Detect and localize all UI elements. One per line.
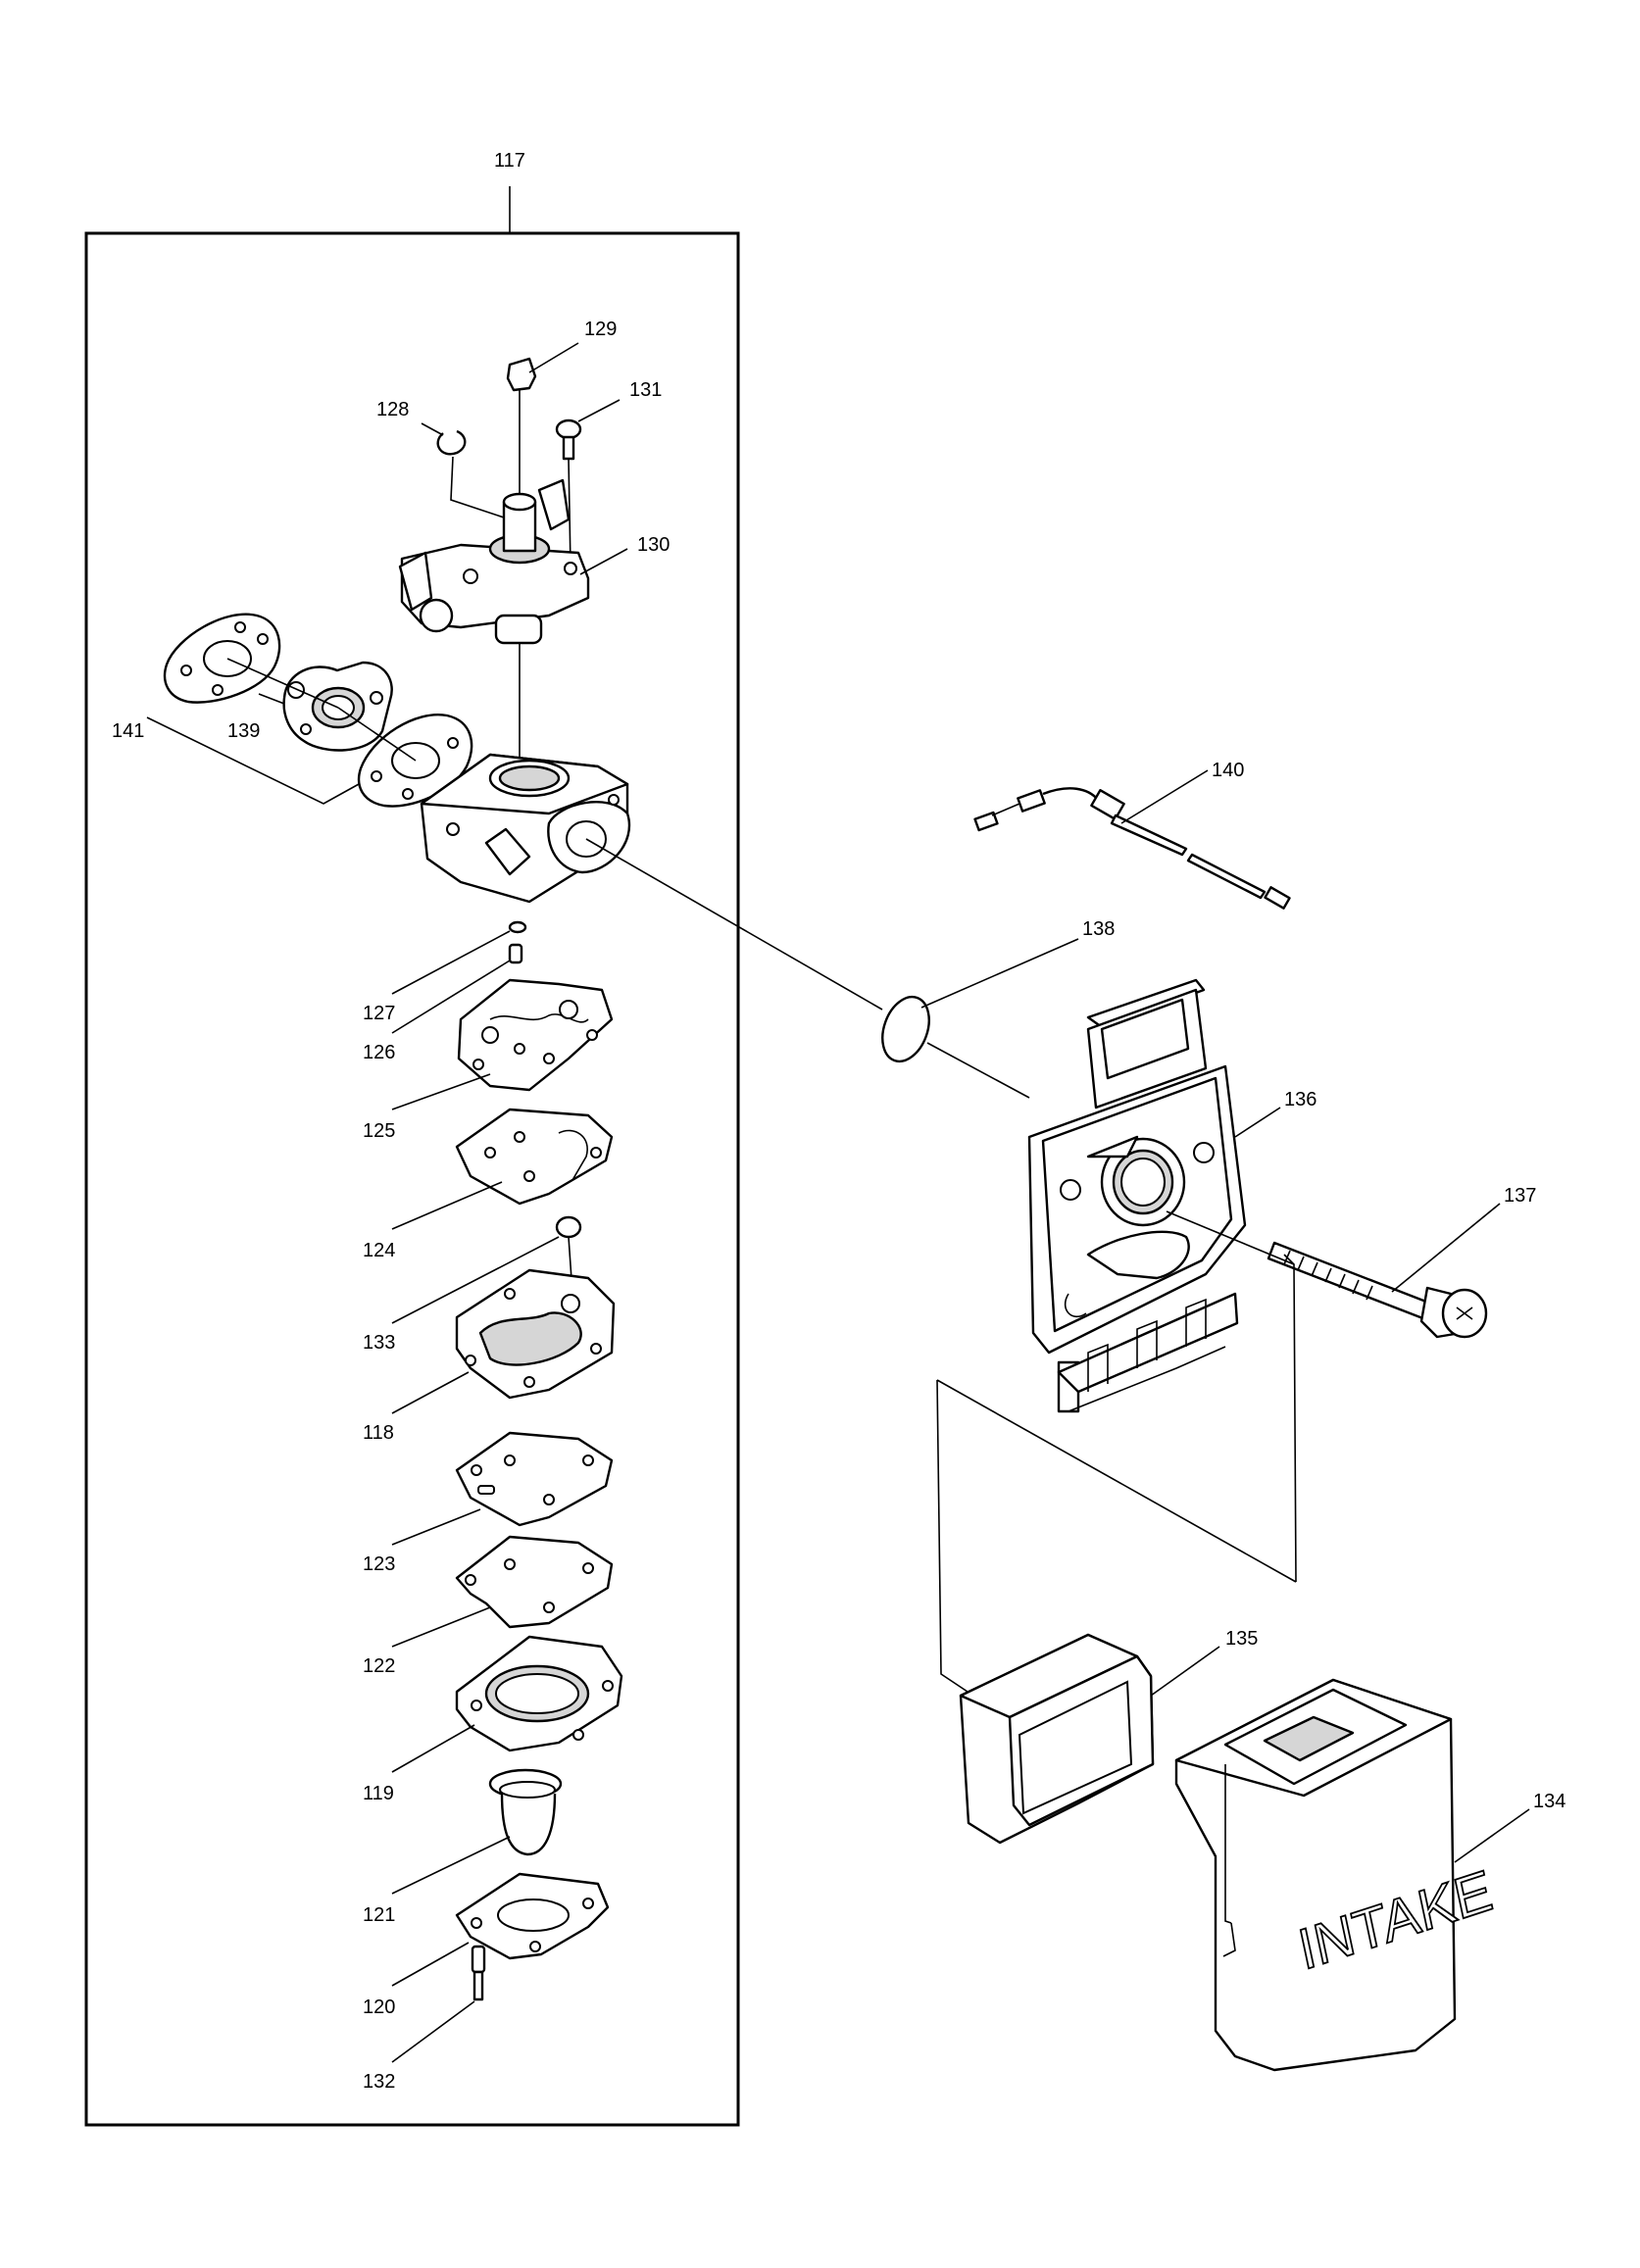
label-133: 133 — [363, 1332, 395, 1354]
label-137: 137 — [1504, 1185, 1536, 1207]
part-122-gasket — [391, 1535, 614, 1648]
part-133-plug — [391, 1215, 582, 1324]
part-141-gasket — [163, 613, 281, 704]
label-126: 126 — [363, 1042, 395, 1063]
label-121: 121 — [363, 1904, 395, 1926]
label-120: 120 — [363, 1997, 395, 2018]
label-136: 136 — [1284, 1089, 1317, 1110]
label-117: 117 — [494, 150, 525, 172]
frame-line-left — [936, 1379, 971, 1695]
part-139-insulator — [282, 661, 393, 752]
label-138: 138 — [1082, 918, 1115, 940]
label-118: 118 — [363, 1422, 394, 1444]
label-131: 131 — [629, 379, 662, 401]
label-132: 132 — [363, 2071, 395, 2093]
part-127-oring — [391, 920, 527, 995]
frame-line-diag — [936, 1379, 1297, 1583]
part-134-intake-cover: INTAKE — [1174, 1678, 1530, 2072]
axis-gaskets — [226, 658, 339, 709]
label-140: 140 — [1212, 760, 1244, 781]
part-119-pump-cover — [391, 1635, 623, 1773]
axis-base-to-bolt — [1166, 1210, 1295, 1265]
part-140-throttle-cable — [973, 769, 1291, 910]
label-119: 119 — [363, 1783, 394, 1804]
leader-141 — [146, 716, 360, 805]
label-139: 139 — [227, 720, 260, 742]
axis-carb-to-oring — [585, 838, 883, 1011]
part-129-cap — [506, 342, 579, 510]
label-122: 122 — [363, 1655, 395, 1677]
part-126-needle — [391, 943, 523, 1034]
label-125: 125 — [363, 1120, 395, 1142]
part-123-diaphragm — [391, 1431, 614, 1546]
part-124-diaphragm — [391, 1108, 614, 1230]
label-129: 129 — [584, 319, 617, 340]
carburetor-assembly-box — [84, 231, 740, 2127]
frame-line-right — [1283, 1254, 1297, 1583]
part-135-filter-element — [959, 1633, 1220, 1845]
part-120-retainer — [391, 1872, 610, 1987]
axis-oring-to-base — [926, 1042, 1030, 1099]
part-138-oring — [881, 938, 1079, 1063]
part-125-gasket — [391, 978, 614, 1110]
leader-139 — [258, 693, 285, 705]
part-130-throttle-body — [398, 478, 628, 764]
part-128-clip — [421, 422, 511, 520]
part-136-air-cleaner-base — [1027, 978, 1281, 1413]
label-130: 130 — [637, 534, 670, 556]
part-131-screw — [555, 399, 621, 567]
part-137-bolt — [1267, 1203, 1501, 1339]
label-123: 123 — [363, 1553, 395, 1575]
label-134: 134 — [1533, 1791, 1565, 1812]
label-128: 128 — [376, 399, 409, 420]
label-135: 135 — [1225, 1628, 1258, 1650]
part-132-screw — [391, 1945, 486, 2063]
label-141: 141 — [112, 720, 144, 742]
label-124: 124 — [363, 1240, 395, 1261]
part-carburetor-body — [420, 753, 630, 904]
part-121-primer-bulb — [391, 1768, 563, 1895]
axis-gaskets-2 — [337, 707, 417, 762]
label-127: 127 — [363, 1003, 395, 1024]
part-118-pump-body — [391, 1268, 616, 1414]
